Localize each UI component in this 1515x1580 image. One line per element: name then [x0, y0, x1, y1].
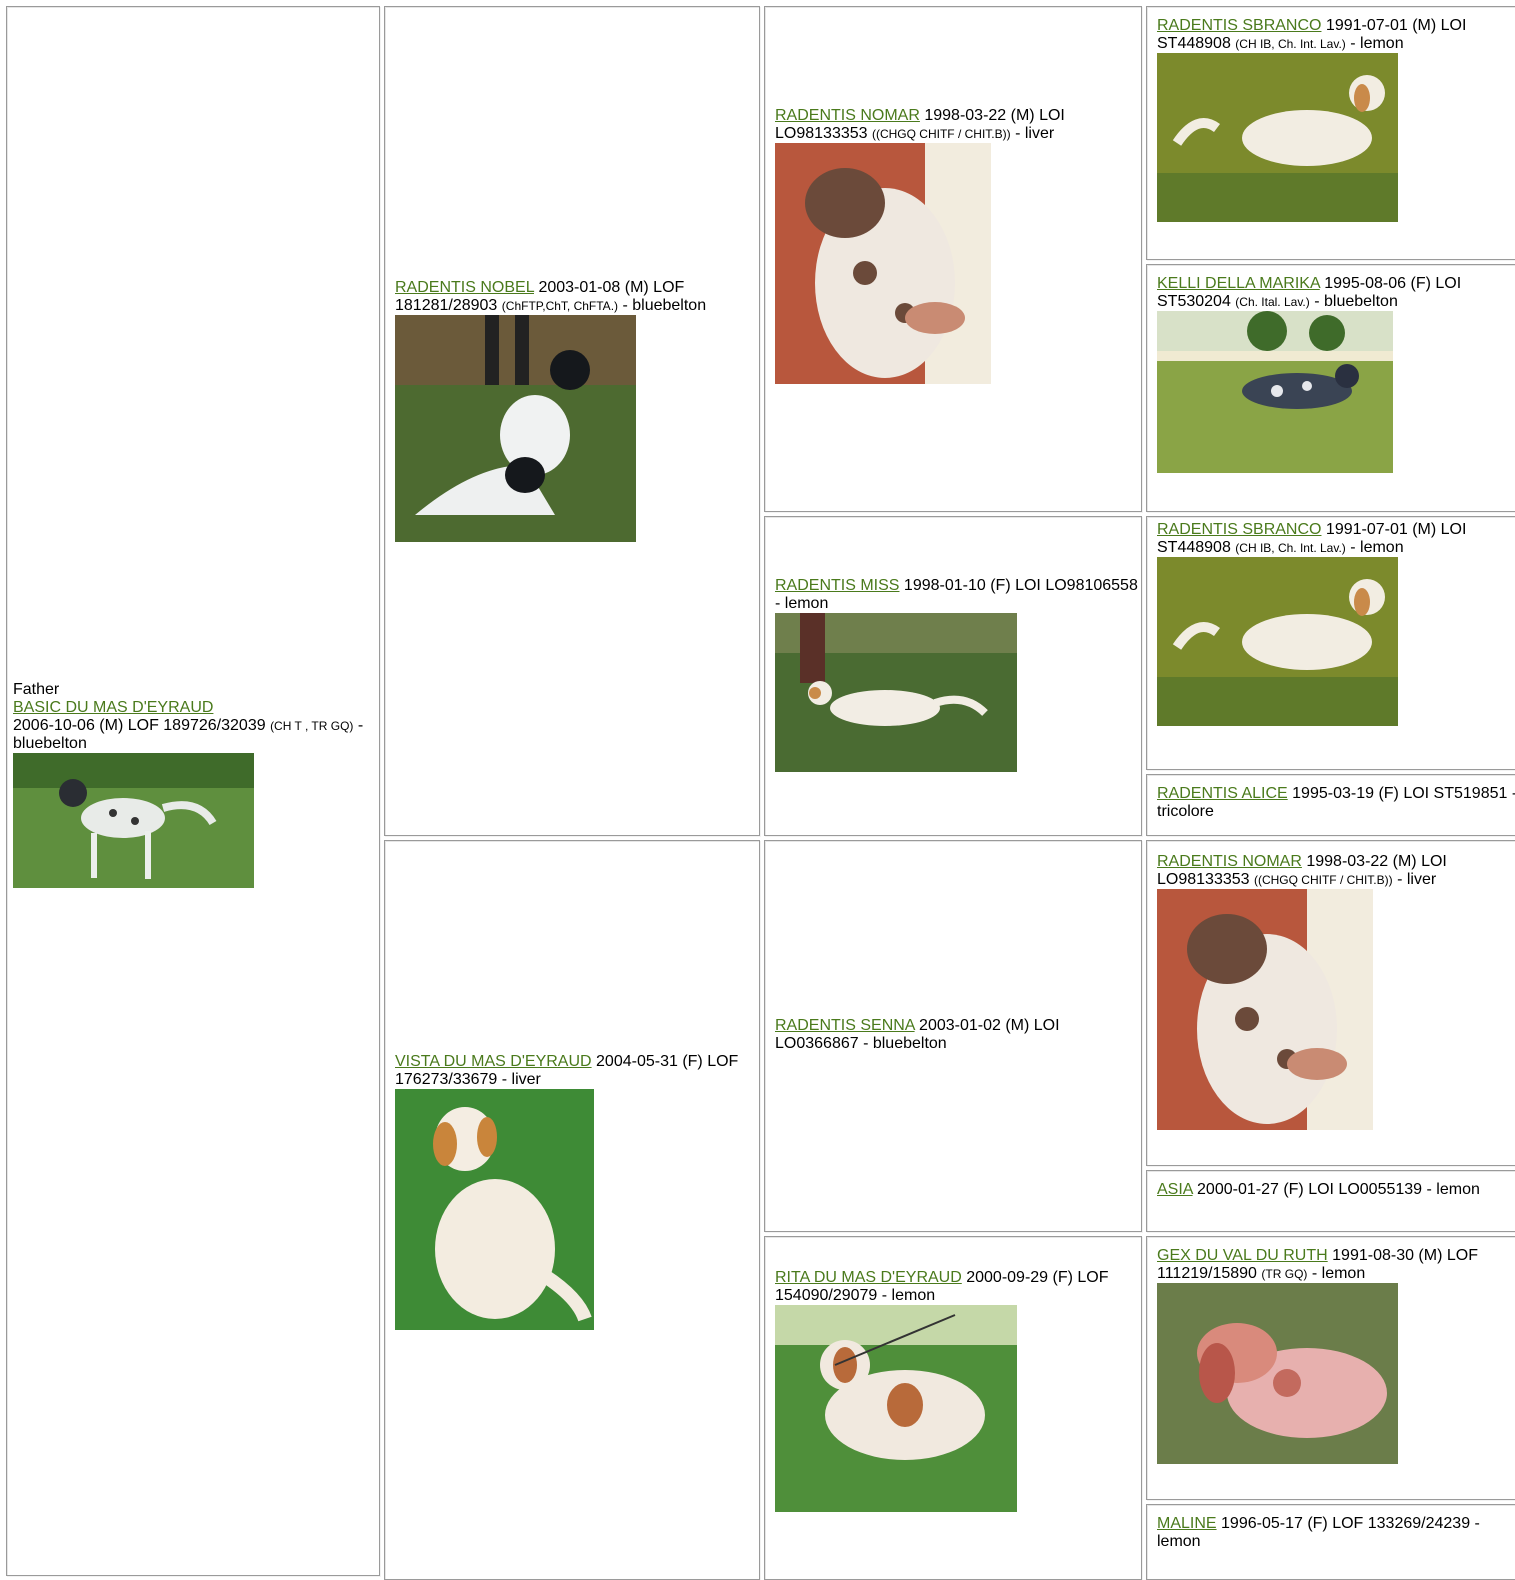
dog-photo[interactable] [1157, 889, 1373, 1130]
dog-details: 1991-07-01 (M) LOI ST448908 [1157, 17, 1467, 52]
pedigree-cell-father: Father BASIC DU MAS D'EYRAUD 2006-10-06 … [6, 6, 380, 1576]
dog-titles: ((CHGQ CHITF / CHIT.B)) [871, 127, 1011, 141]
dog-link-radentis-nomar[interactable]: RADENTIS NOMAR [1157, 853, 1302, 870]
pedigree-cell-gen3-1: RADENTIS NOMAR 1998-03-22 (M) LOI LO9813… [764, 6, 1142, 512]
dog-photo[interactable] [1157, 311, 1393, 473]
dog-color: - bluebelton [1314, 293, 1398, 310]
dog-color: - liver [1015, 125, 1055, 142]
dog-details: 1998-01-10 (F) LOI LO98106558 - lemon [775, 577, 1138, 612]
dog-photo[interactable] [775, 143, 991, 384]
dog-link-radentis-nomar[interactable]: RADENTIS NOMAR [775, 107, 920, 124]
dog-photo[interactable] [395, 315, 636, 542]
dog-photo[interactable] [395, 1089, 594, 1330]
pedigree-cell-dam: VISTA DU MAS D'EYRAUD 2004-05-31 (F) LOF… [384, 840, 760, 1580]
dog-titles: (CH T , TR GQ) [270, 719, 354, 733]
dog-link-kelli-della-marika[interactable]: KELLI DELLA MARIKA [1157, 275, 1320, 292]
dog-color: - lemon [1350, 539, 1404, 556]
dog-link-radentis-alice[interactable]: RADENTIS ALICE [1157, 785, 1288, 802]
dog-details: 2006-10-06 (M) LOF 189726/32039 [13, 717, 266, 734]
pedigree-cell-gen4-4: RADENTIS ALICE 1995-03-19 (F) LOI ST5198… [1146, 774, 1515, 836]
dog-photo[interactable] [775, 613, 1017, 772]
dog-photo[interactable] [1157, 557, 1398, 726]
dog-link-basic-du-mas-deyraud[interactable]: BASIC DU MAS D'EYRAUD [13, 699, 214, 716]
dog-color: - lemon [1311, 1265, 1366, 1282]
pedigree-cell-sire: RADENTIS NOBEL 2003-01-08 (M) LOF 181281… [384, 6, 760, 836]
dog-titles: (CH IB, Ch. Int. Lav.) [1235, 541, 1346, 555]
dog-link-rita-du-mas-deyraud[interactable]: RITA DU MAS D'EYRAUD [775, 1269, 962, 1286]
dog-details: 1995-08-06 (F) LOI ST530204 [1157, 275, 1462, 310]
pedigree-cell-gen4-7: GEX DU VAL DU RUTH 1991-08-30 (M) LOF 11… [1146, 1236, 1515, 1500]
dog-details: 1998-03-22 (M) LOI LO98133353 [1157, 853, 1447, 888]
pedigree-cell-gen3-2: RADENTIS MISS 1998-01-10 (F) LOI LO98106… [764, 516, 1142, 836]
dog-color: - liver [1397, 871, 1437, 888]
dog-titles: (TR GQ) [1261, 1267, 1308, 1281]
dog-details: 1991-07-01 (M) LOI ST448908 [1157, 521, 1467, 556]
dog-link-vista-du-mas-deyraud[interactable]: VISTA DU MAS D'EYRAUD [395, 1053, 592, 1070]
dog-details: 2000-01-27 (F) LOI LO0055139 - lemon [1197, 1181, 1480, 1198]
dog-link-radentis-nobel[interactable]: RADENTIS NOBEL [395, 279, 534, 296]
dog-color: - lemon [1350, 35, 1404, 52]
dog-color: - bluebelton [13, 717, 364, 752]
dog-details: 1991-08-30 (M) LOF 111219/15890 [1157, 1247, 1478, 1282]
dog-photo[interactable] [1157, 1283, 1398, 1464]
dog-link-radentis-sbranco[interactable]: RADENTIS SBRANCO [1157, 17, 1322, 34]
dog-titles: (ChFTP,ChT, ChFTA.) [501, 299, 619, 313]
dog-details: 2004-05-31 (F) LOF 176273/33679 - liver [395, 1053, 739, 1088]
dog-titles: (CH IB, Ch. Int. Lav.) [1235, 37, 1346, 51]
dog-details: 1996-05-17 (F) LOF 133269/24239 - lemon [1157, 1515, 1480, 1550]
dog-titles: ((CHGQ CHITF / CHIT.B)) [1253, 873, 1393, 887]
dog-link-gex-du-val-du-ruth[interactable]: GEX DU VAL DU RUTH [1157, 1247, 1328, 1264]
pedigree-cell-gen4-8: MALINE 1996-05-17 (F) LOF 133269/24239 -… [1146, 1504, 1515, 1580]
father-label: Father [13, 681, 60, 698]
dog-details: 2003-01-02 (M) LOI LO0366867 - bluebelto… [775, 1017, 1060, 1052]
dog-link-radentis-miss[interactable]: RADENTIS MISS [775, 577, 900, 594]
dog-link-radentis-sbranco[interactable]: RADENTIS SBRANCO [1157, 521, 1322, 538]
pedigree-cell-gen3-4: RITA DU MAS D'EYRAUD 2000-09-29 (F) LOF … [764, 1236, 1142, 1580]
dog-link-asia[interactable]: ASIA [1157, 1181, 1193, 1198]
dog-photo[interactable] [1157, 53, 1398, 222]
pedigree-cell-gen4-6: ASIA 2000-01-27 (F) LOI LO0055139 - lemo… [1146, 1170, 1515, 1232]
dog-photo[interactable] [775, 1305, 1017, 1512]
pedigree-cell-gen4-2: KELLI DELLA MARIKA 1995-08-06 (F) LOI ST… [1146, 264, 1515, 512]
dog-link-maline[interactable]: MALINE [1157, 1515, 1217, 1532]
pedigree-cell-gen3-3: RADENTIS SENNA 2003-01-02 (M) LOI LO0366… [764, 840, 1142, 1232]
pedigree-cell-gen4-5: RADENTIS NOMAR 1998-03-22 (M) LOI LO9813… [1146, 840, 1515, 1166]
dog-photo[interactable] [13, 753, 254, 888]
dog-link-radentis-senna[interactable]: RADENTIS SENNA [775, 1017, 915, 1034]
pedigree-cell-gen4-1: RADENTIS SBRANCO 1991-07-01 (M) LOI ST44… [1146, 6, 1515, 260]
pedigree-cell-gen4-3: RADENTIS SBRANCO 1991-07-01 (M) LOI ST44… [1146, 516, 1515, 770]
dog-titles: (Ch. Ital. Lav.) [1235, 295, 1310, 309]
dog-details: 1998-03-22 (M) LOI LO98133353 [775, 107, 1065, 142]
dog-details: 2000-09-29 (F) LOF 154090/29079 - lemon [775, 1269, 1109, 1304]
dog-color: - bluebelton [622, 297, 707, 314]
dog-details: 2003-01-08 (M) LOF 181281/28903 [395, 279, 685, 314]
dog-details: 1995-03-19 (F) LOI ST519851 - tricolore [1157, 785, 1515, 820]
